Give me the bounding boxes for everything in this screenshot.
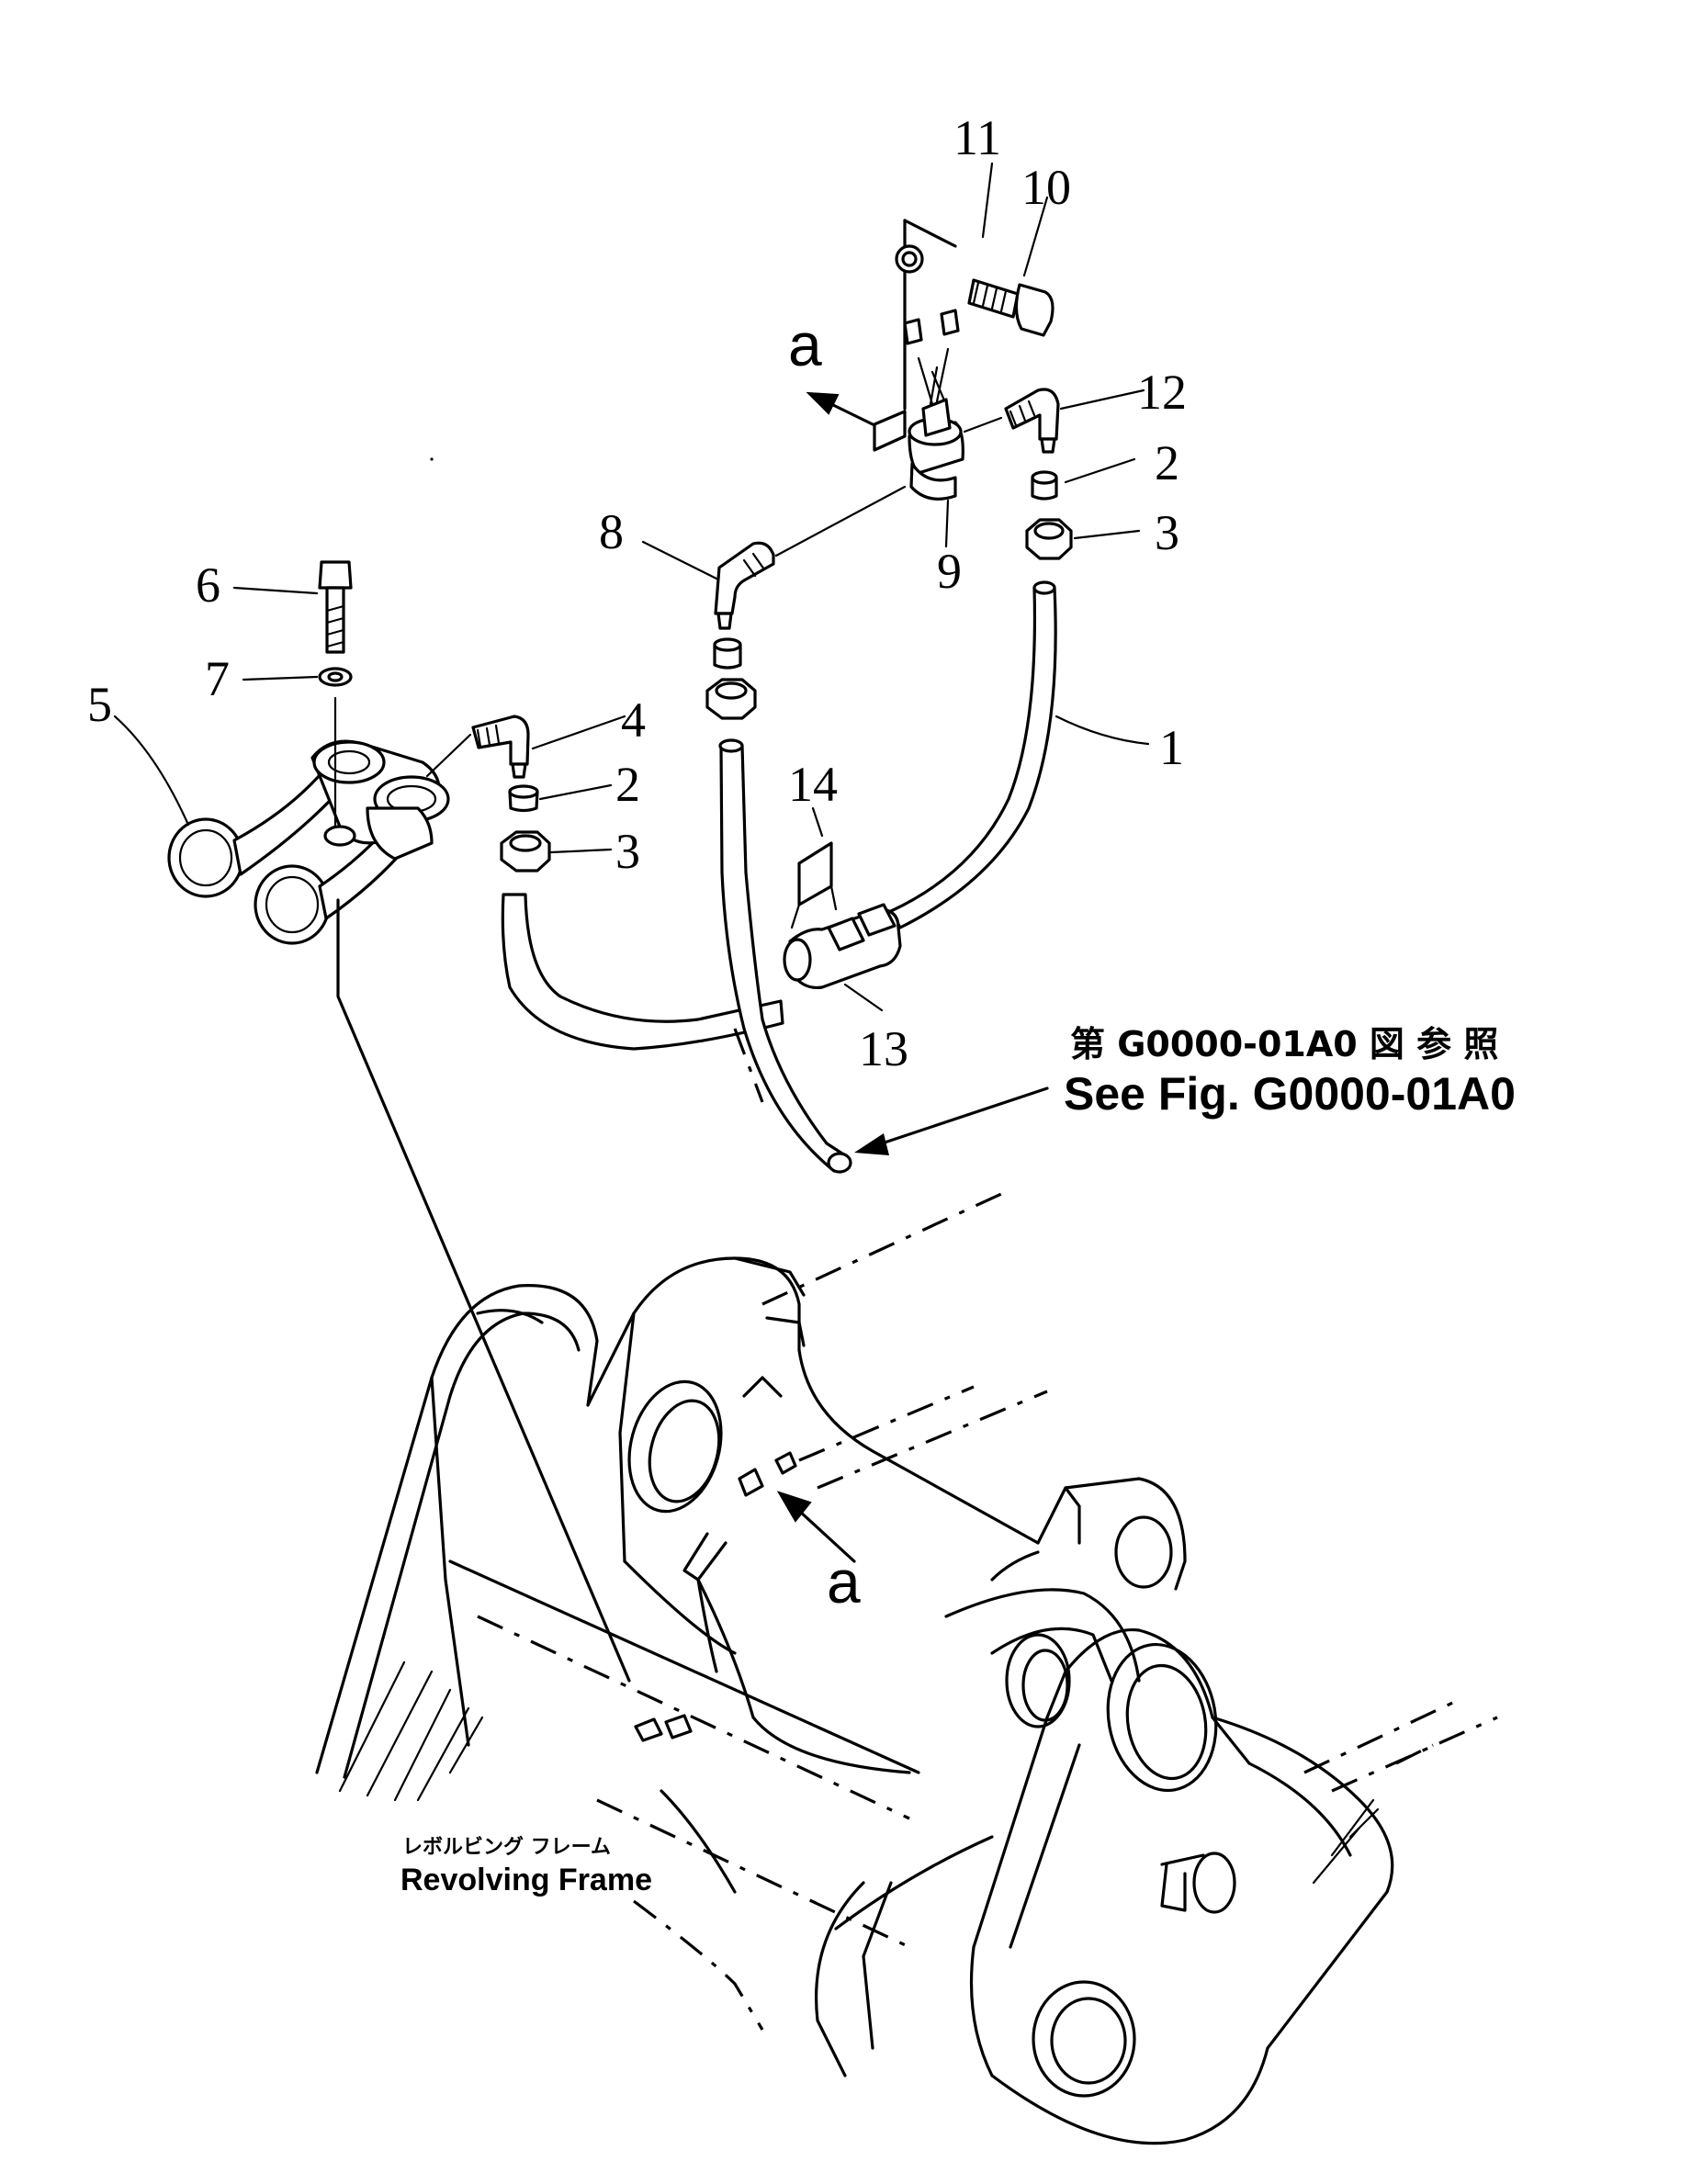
hose-assembly [425, 219, 1073, 1174]
callout-3-right: 3 [1155, 505, 1179, 560]
callout-13: 13 [859, 1021, 908, 1076]
callout-6: 6 [196, 557, 220, 613]
callout-7: 7 [205, 651, 230, 706]
callout-2-left: 2 [615, 757, 640, 812]
callout-3-left: 3 [615, 824, 640, 879]
callout-1: 1 [1159, 720, 1184, 775]
frame-label-japanese: レボルビング フレーム [402, 1835, 611, 1859]
callout-9: 9 [937, 544, 962, 599]
callout-5: 5 [87, 677, 112, 732]
callout-numbers: 1 2 3 4 5 6 7 8 9 10 11 12 13 14 2 3 [87, 110, 1187, 1076]
callout-10: 10 [1021, 160, 1071, 215]
callout-2-right: 2 [1155, 435, 1179, 490]
view-label-lower: a [827, 1548, 861, 1615]
leader-lines [113, 162, 1150, 1012]
callout-8: 8 [599, 504, 624, 559]
reference-japanese: 第 G0000-01A0 図 参 照 [1070, 1024, 1498, 1064]
reference-english: See Fig. G0000-01A0 [1064, 1068, 1516, 1120]
horn-assembly [167, 457, 784, 1683]
callout-12: 12 [1137, 365, 1187, 420]
reference-arrow [880, 1086, 1049, 1145]
view-arrow-lower: a [776, 1491, 861, 1615]
revolving-frame [315, 1192, 1498, 2145]
callout-11: 11 [953, 110, 1001, 165]
reference-arrowhead [854, 1133, 889, 1155]
callout-4: 4 [621, 692, 646, 748]
callout-14: 14 [788, 757, 838, 812]
frame-label-english: Revolving Frame [400, 1863, 652, 1897]
view-arrow-upper: a [788, 310, 874, 426]
view-label-upper: a [788, 310, 822, 378]
